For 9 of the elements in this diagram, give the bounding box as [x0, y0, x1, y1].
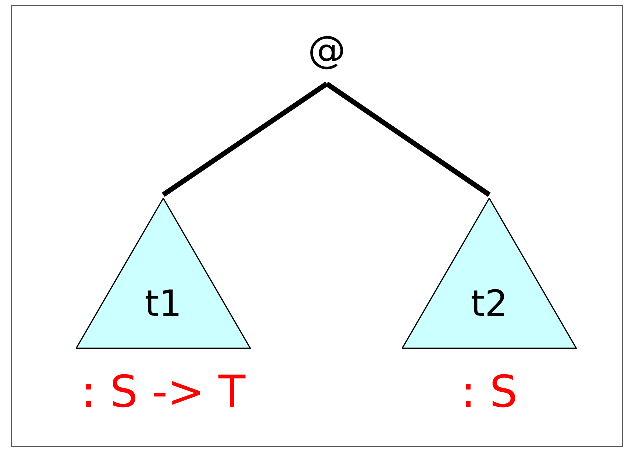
subtree-triangle: [76, 198, 251, 349]
subtree-label: t1: [144, 287, 184, 323]
type-annotation: : S -> T: [80, 371, 247, 415]
subtree-triangle: [402, 198, 577, 349]
subtree-label: t2: [470, 287, 510, 323]
application-symbol: @: [308, 28, 346, 72]
tree-edge: [162, 82, 328, 198]
type-annotation: : S: [460, 371, 519, 415]
tree-edge: [326, 82, 491, 198]
